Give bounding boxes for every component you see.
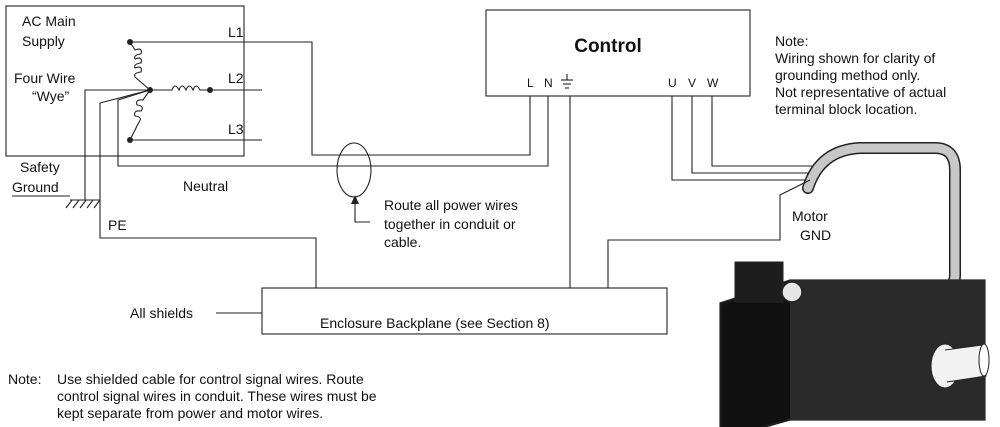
route-note-2: together in conduit or bbox=[384, 216, 516, 232]
route-note-arrow bbox=[351, 195, 359, 204]
safety-ground-label-1: Safety bbox=[20, 159, 60, 175]
wye-label-1: Four Wire bbox=[14, 70, 76, 86]
motor-u-wire bbox=[671, 96, 810, 181]
terminal-u: U bbox=[668, 76, 677, 90]
conduit-ellipse bbox=[336, 142, 372, 198]
note-top-3: grounding method only. bbox=[775, 67, 920, 83]
backplane-label: Enclosure Backplane (see Section 8) bbox=[320, 315, 550, 331]
note-top-5: terminal block location. bbox=[775, 101, 917, 117]
enclosure-backplane bbox=[261, 287, 668, 335]
terminal-n: N bbox=[544, 76, 553, 90]
safety-ground-wire bbox=[84, 89, 150, 200]
ground-symbol bbox=[65, 199, 101, 209]
pe-label: PE bbox=[108, 217, 127, 233]
phase-label-l3: L3 bbox=[228, 121, 244, 137]
route-note-1: Route all power wires bbox=[384, 197, 518, 213]
motor-gnd-wire bbox=[607, 179, 811, 300]
control-title: Control bbox=[574, 36, 642, 57]
note-top-2: Wiring shown for clarity of bbox=[775, 50, 935, 66]
ac-supply-label-1: AC Main bbox=[22, 13, 76, 29]
note-top-4: Not representative of actual bbox=[775, 84, 946, 100]
neutral-wire bbox=[117, 89, 549, 167]
l1-wire bbox=[130, 41, 531, 156]
motor-v-wire bbox=[691, 96, 812, 174]
control-box bbox=[485, 9, 751, 97]
servo-motor bbox=[719, 261, 990, 427]
note-top-1: Note: bbox=[775, 33, 808, 49]
note-bottom-line-3: kept separate from power and motor wires… bbox=[57, 405, 323, 421]
ac-supply-label-2: Supply bbox=[22, 33, 65, 49]
wye-label-2: “Wye” bbox=[32, 88, 70, 104]
safety-ground-label-2: Ground bbox=[12, 179, 59, 195]
note-bottom-line-2: control signal wires in conduit. These w… bbox=[57, 388, 377, 404]
route-note-3: cable. bbox=[384, 234, 421, 250]
phase-label-l2: L2 bbox=[228, 70, 244, 86]
neutral-label: Neutral bbox=[183, 178, 228, 194]
terminal-l: L bbox=[527, 76, 534, 90]
ac-supply-box bbox=[5, 5, 245, 157]
route-note-leader bbox=[354, 200, 370, 223]
motor-gnd-label-2: GND bbox=[800, 227, 831, 243]
all-shields-label: All shields bbox=[130, 305, 193, 321]
ground-terminal-icon bbox=[561, 74, 573, 89]
note-bottom-label: Note: bbox=[8, 371, 41, 387]
note-bottom-line-1: Use shielded cable for control signal wi… bbox=[57, 371, 364, 387]
motor-gnd-label-1: Motor bbox=[792, 208, 828, 224]
terminal-v: V bbox=[688, 76, 696, 90]
phase-label-l1: L1 bbox=[228, 24, 244, 40]
pe-wire bbox=[99, 89, 317, 300]
terminal-w: W bbox=[707, 76, 719, 90]
motor-w-wire bbox=[711, 96, 814, 167]
